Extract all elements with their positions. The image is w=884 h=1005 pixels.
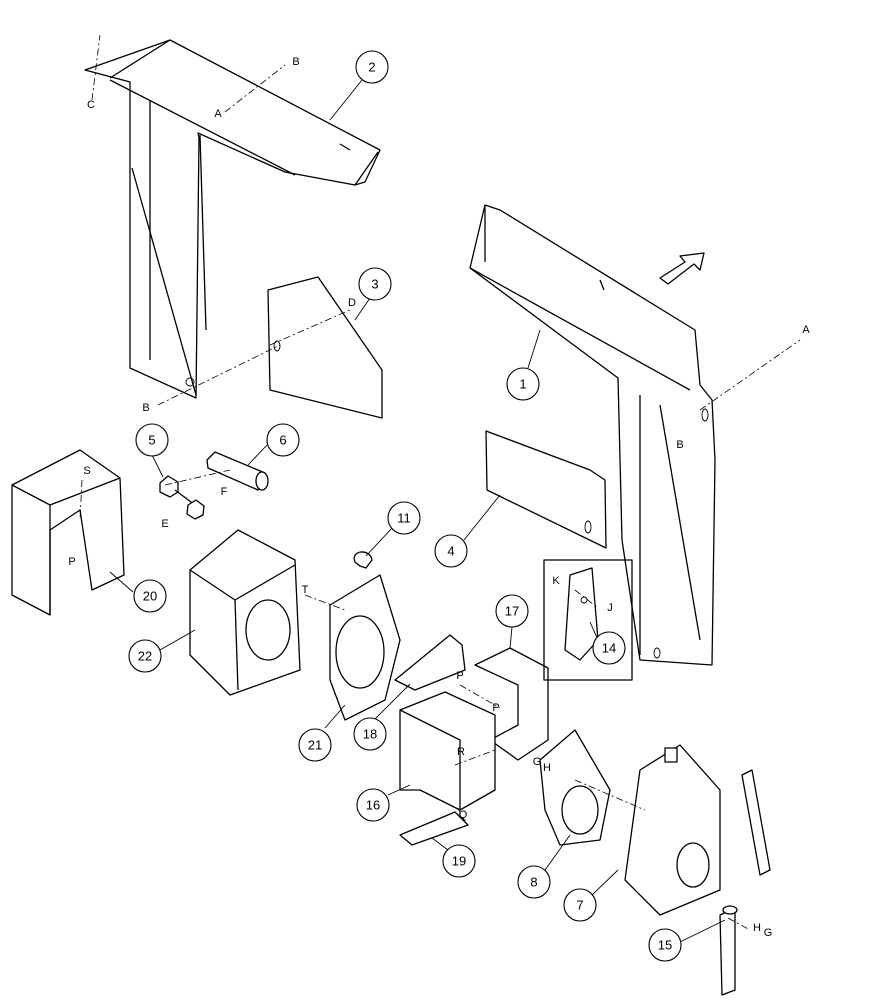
svg-text:14: 14 xyxy=(602,641,616,656)
reference-lines xyxy=(79,34,801,931)
callout-1: 1 xyxy=(506,329,541,401)
svg-text:16: 16 xyxy=(366,798,380,813)
svg-text:C: C xyxy=(87,99,95,111)
svg-text:8: 8 xyxy=(530,875,537,890)
svg-text:H: H xyxy=(543,762,551,774)
callout-19: 19 xyxy=(431,837,476,878)
callout-17: 17 xyxy=(495,594,529,649)
svg-text:5: 5 xyxy=(148,433,155,448)
svg-text:19: 19 xyxy=(452,854,466,869)
part-14-arm xyxy=(543,559,633,681)
callout-20: 20 xyxy=(109,571,167,613)
direction-arrow-icon xyxy=(659,252,705,285)
svg-text:3: 3 xyxy=(371,277,378,292)
svg-text:P: P xyxy=(68,556,75,568)
svg-text:A: A xyxy=(802,324,810,336)
svg-text:D: D xyxy=(348,297,356,309)
svg-text:1: 1 xyxy=(519,377,526,392)
callout-5: 5 xyxy=(135,423,169,478)
svg-text:B: B xyxy=(676,439,683,451)
svg-text:A: A xyxy=(214,108,222,120)
svg-text:P: P xyxy=(456,670,463,682)
callout-14: 14 xyxy=(589,621,626,665)
part-15-handle xyxy=(719,769,771,996)
callout-15-text: 15 xyxy=(658,938,672,953)
callout-15: 15 xyxy=(648,919,726,962)
part-22-housing xyxy=(189,529,301,696)
svg-text:20: 20 xyxy=(143,589,157,604)
part-7-gearbox xyxy=(624,744,721,916)
part-18-bracket xyxy=(394,634,466,691)
svg-text:18: 18 xyxy=(363,727,377,742)
svg-text:7: 7 xyxy=(576,898,583,913)
svg-text:S: S xyxy=(83,465,90,477)
svg-text:11: 11 xyxy=(397,511,411,526)
callout-6: 6 xyxy=(247,423,300,466)
part-21-gasket xyxy=(329,574,401,721)
svg-text:F: F xyxy=(221,486,228,498)
callout-18: 18 xyxy=(353,683,411,751)
part-20-cover xyxy=(11,449,125,616)
part-3-plate xyxy=(267,276,383,419)
part-6-pin xyxy=(206,451,269,491)
svg-text:R: R xyxy=(457,746,465,758)
svg-text:T: T xyxy=(302,584,309,596)
svg-text:J: J xyxy=(607,602,613,614)
svg-text:4: 4 xyxy=(447,544,454,559)
callout-22: 22 xyxy=(128,629,196,673)
part-17-bracket xyxy=(474,647,549,761)
svg-text:6: 6 xyxy=(279,433,286,448)
part-2-shield xyxy=(84,39,381,399)
part-16-bracket xyxy=(399,691,496,811)
callout-2: 2 xyxy=(329,50,389,121)
callout-3: 3 xyxy=(354,267,392,321)
callout-11: 11 xyxy=(365,501,421,557)
svg-text:2: 2 xyxy=(368,60,375,75)
svg-text:B: B xyxy=(292,56,299,68)
svg-text:G: G xyxy=(764,927,773,939)
callout-4: 4 xyxy=(434,494,501,568)
svg-text:21: 21 xyxy=(308,738,322,753)
svg-text:17: 17 xyxy=(505,604,519,619)
part-4-plate xyxy=(485,430,607,549)
svg-text:E: E xyxy=(161,518,168,530)
svg-text:K: K xyxy=(552,575,560,587)
svg-text:H: H xyxy=(753,922,761,934)
svg-text:Q: Q xyxy=(459,809,468,821)
callout-21: 21 xyxy=(298,704,346,762)
callout-8: 8 xyxy=(517,834,571,899)
part-19-strip xyxy=(399,811,469,846)
part-11-clip xyxy=(353,551,373,569)
svg-text:G: G xyxy=(533,756,542,768)
part-5-bolt xyxy=(159,475,205,520)
part-8-plate xyxy=(539,729,611,846)
callout-7: 7 xyxy=(563,869,619,922)
svg-text:P: P xyxy=(492,702,499,714)
svg-text:22: 22 xyxy=(138,649,152,664)
reference-letters: C A B D B A B S P F E T K J P P R Q G H … xyxy=(68,56,810,939)
svg-text:B: B xyxy=(142,402,149,414)
callout-16: 16 xyxy=(356,784,411,822)
part-1-shield xyxy=(469,204,716,666)
